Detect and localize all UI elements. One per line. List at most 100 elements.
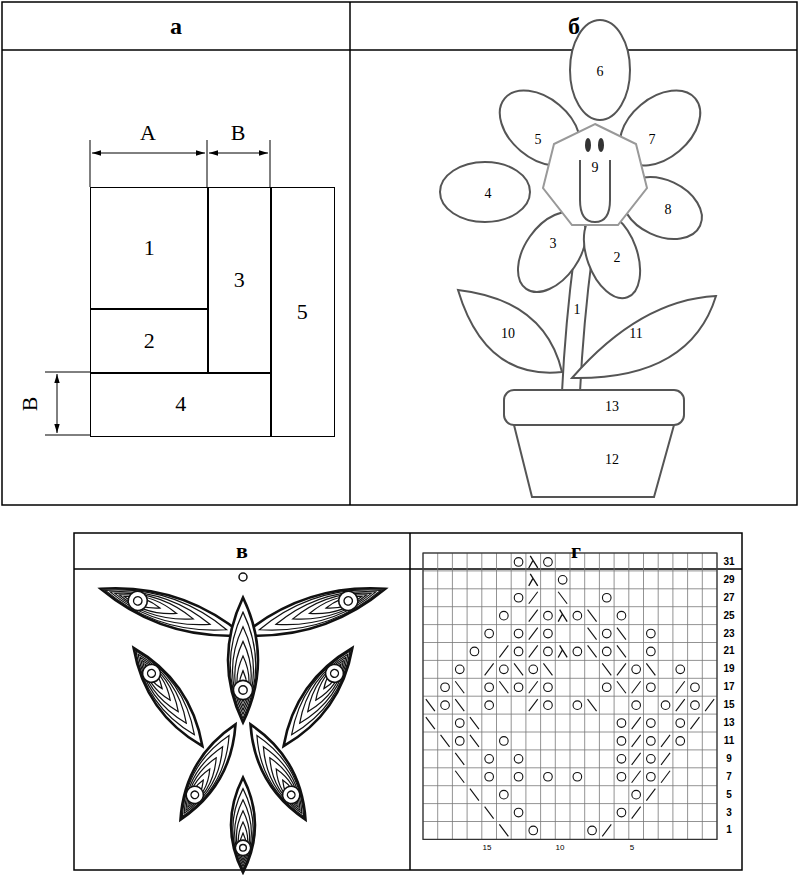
decrease-symbol bbox=[485, 807, 494, 819]
decrease-symbol bbox=[632, 753, 641, 765]
yarn-over-symbol bbox=[558, 576, 567, 585]
grid-line bbox=[423, 588, 717, 589]
decrease-symbol bbox=[470, 789, 479, 801]
yarn-over-symbol bbox=[617, 611, 626, 620]
yarn-over-symbol bbox=[544, 772, 553, 781]
leaf-coil bbox=[130, 649, 194, 729]
row-number: 25 bbox=[723, 611, 734, 621]
leaf-coil bbox=[101, 578, 230, 642]
panel-letter: в bbox=[236, 540, 248, 562]
decrease-symbol bbox=[602, 663, 611, 675]
region-number: 4 bbox=[175, 393, 186, 415]
callout-number: 6 bbox=[597, 65, 604, 79]
yarn-over-symbol bbox=[617, 772, 626, 781]
yarn-over-symbol bbox=[500, 611, 509, 620]
yarn-over-symbol bbox=[617, 719, 626, 728]
dimension-label: В bbox=[231, 122, 246, 144]
yarn-over-symbol bbox=[602, 629, 611, 638]
grid-line bbox=[423, 678, 717, 679]
leaf-coil bbox=[96, 575, 248, 650]
row-number: 29 bbox=[723, 575, 734, 585]
yarn-over-symbol bbox=[485, 683, 494, 692]
decrease-symbol bbox=[661, 735, 670, 747]
region-box: 4 bbox=[90, 372, 272, 437]
grid-frame bbox=[423, 553, 717, 839]
row-number: 27 bbox=[723, 593, 734, 603]
yarn-over-symbol bbox=[455, 737, 464, 746]
yarn-over-symbol bbox=[617, 737, 626, 746]
decrease-symbol bbox=[646, 789, 655, 801]
region-box: 1 bbox=[90, 187, 209, 310]
grid-line bbox=[423, 642, 717, 643]
yarn-over-symbol bbox=[632, 790, 641, 799]
decrease-symbol bbox=[529, 592, 538, 604]
leaf-coil bbox=[134, 653, 184, 716]
yarn-over-symbol bbox=[676, 737, 685, 746]
yarn-over-symbol bbox=[676, 665, 685, 674]
yarn-over-symbol bbox=[647, 629, 656, 638]
grid-line bbox=[423, 821, 717, 822]
row-number: 3 bbox=[726, 808, 732, 818]
yarn-over-symbol bbox=[455, 665, 464, 674]
yarn-over-symbol bbox=[544, 647, 553, 656]
yarn-over-symbol bbox=[514, 808, 523, 817]
row-number: 23 bbox=[723, 629, 734, 639]
yarn-over-symbol bbox=[500, 790, 509, 799]
yarn-over-symbol bbox=[500, 737, 509, 746]
leaf-coil bbox=[138, 658, 175, 704]
decrease-symbol bbox=[632, 807, 641, 819]
callout-number: 5 bbox=[535, 133, 542, 147]
decrease-symbol bbox=[661, 753, 670, 765]
decrease-symbol bbox=[676, 699, 685, 711]
yarn-over-symbol bbox=[661, 701, 670, 710]
yarn-over-symbol bbox=[676, 719, 685, 728]
decrease-symbol bbox=[470, 735, 479, 747]
yarn-over-symbol bbox=[441, 683, 450, 692]
decrease-symbol bbox=[558, 592, 567, 604]
grid-line bbox=[423, 732, 717, 733]
yarn-over-symbol bbox=[647, 719, 656, 728]
decrease-symbol bbox=[617, 663, 626, 675]
yarn-over-symbol bbox=[485, 629, 494, 638]
double-decrease-symbol bbox=[558, 645, 567, 657]
leaf-eye bbox=[132, 596, 143, 607]
decrease-symbol bbox=[455, 699, 464, 711]
decrease-symbol bbox=[676, 681, 685, 693]
yarn-over-symbol bbox=[529, 665, 538, 674]
decrease-symbol bbox=[617, 628, 626, 640]
decrease-symbol bbox=[632, 771, 641, 783]
grid-line bbox=[423, 624, 717, 625]
yarn-over-symbol bbox=[514, 647, 523, 656]
double-decrease-symbol bbox=[529, 556, 538, 568]
leaf-coil bbox=[118, 589, 179, 619]
leaf-coil bbox=[126, 644, 204, 741]
decrease-symbol bbox=[705, 699, 714, 711]
yarn-over-symbol bbox=[455, 719, 464, 728]
decrease-symbol bbox=[426, 717, 435, 729]
yarn-over-symbol bbox=[632, 701, 641, 710]
decrease-symbol bbox=[499, 681, 508, 693]
region-box: 2 bbox=[90, 308, 209, 374]
column-number: 5 bbox=[630, 844, 634, 852]
yarn-over-symbol bbox=[617, 755, 626, 764]
row-number: 5 bbox=[726, 790, 732, 800]
yarn-over-symbol bbox=[647, 647, 656, 656]
decrease-symbol bbox=[529, 645, 538, 657]
leaf-eye bbox=[343, 596, 354, 607]
leaf-coil bbox=[255, 742, 310, 818]
row-number: 11 bbox=[724, 736, 735, 746]
decrease-symbol bbox=[529, 699, 538, 711]
leaf-coil bbox=[311, 658, 348, 704]
leaf-coil bbox=[122, 640, 214, 754]
leaf-eye bbox=[235, 840, 250, 855]
leaf-coil bbox=[231, 778, 255, 873]
grid-line bbox=[423, 803, 717, 804]
grid-line bbox=[423, 570, 717, 571]
grid-line bbox=[423, 785, 717, 786]
decrease-symbol bbox=[588, 645, 597, 657]
decrease-symbol bbox=[455, 753, 464, 765]
leaf-eye bbox=[279, 783, 303, 807]
yarn-over-symbol bbox=[441, 701, 450, 710]
